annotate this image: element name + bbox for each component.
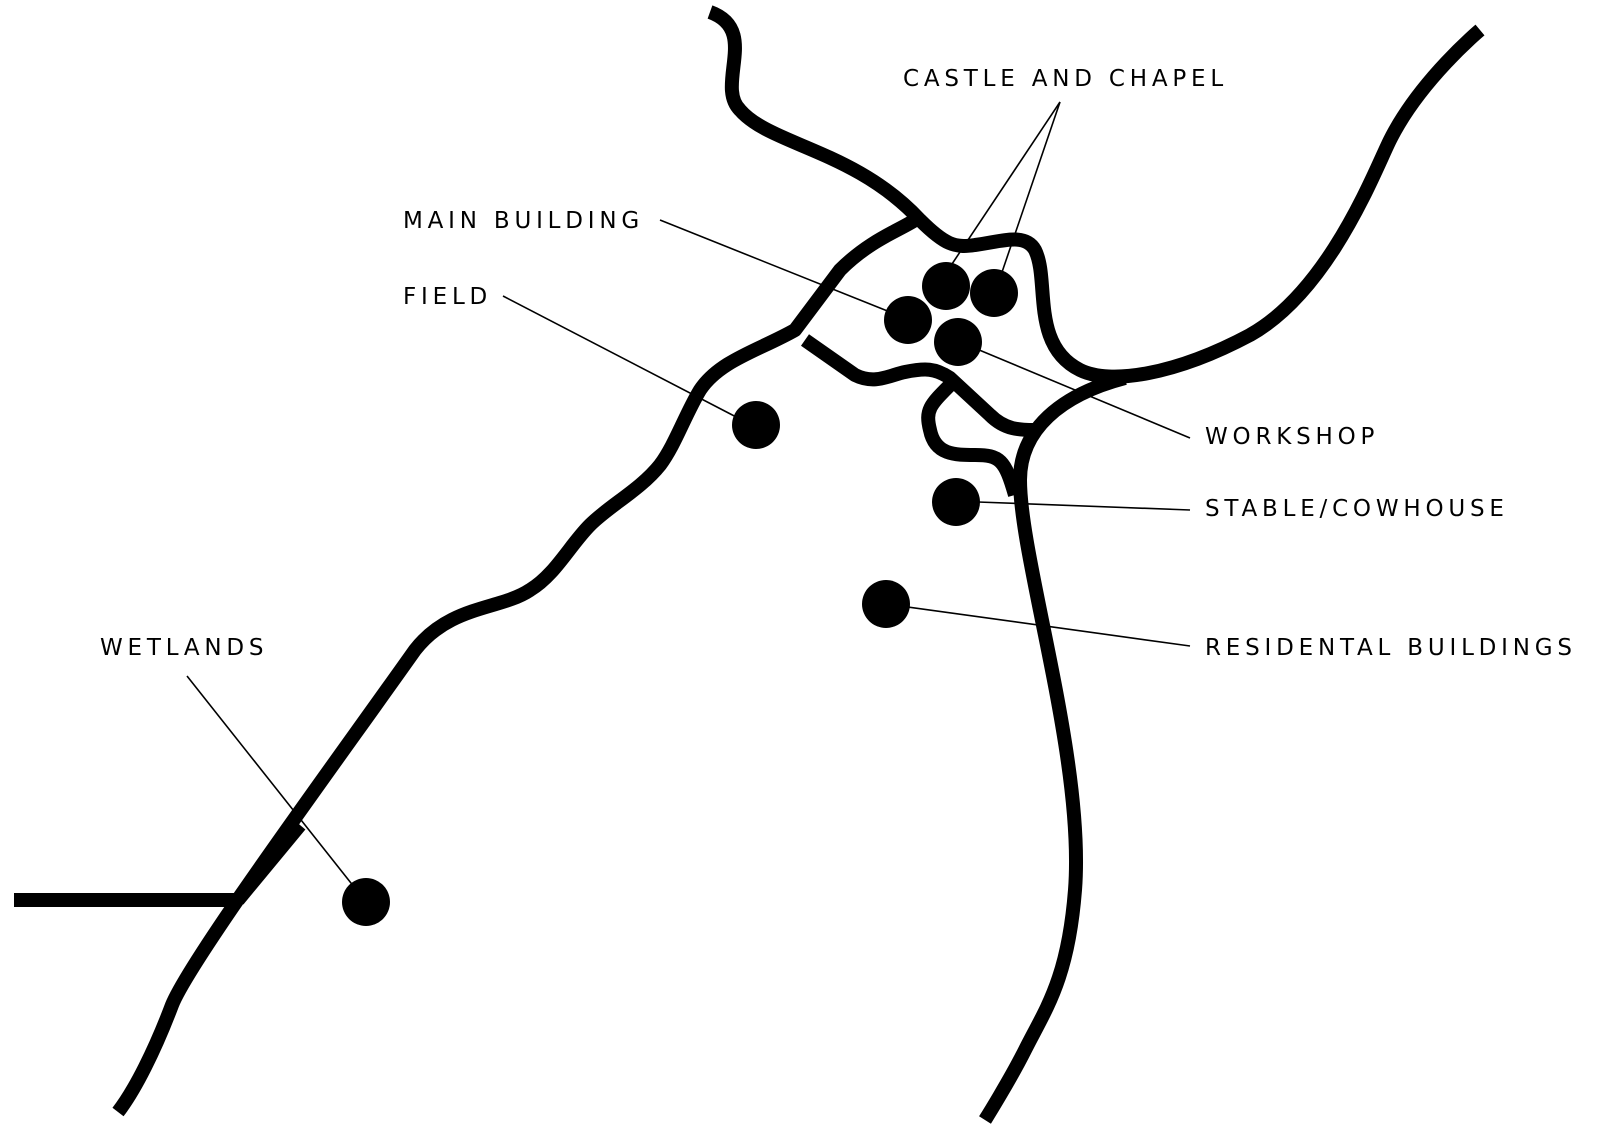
label-main-building: MAIN BUILDING [403,208,645,234]
leader-field [502,295,743,421]
road-network [14,5,1485,1124]
marker-chapel[interactable] [970,269,1018,317]
leader-stable [977,501,1191,511]
label-castle-and-chapel: CASTLE AND CHAPEL [903,66,1228,92]
leader-main-building [659,219,906,319]
road-west-fork [232,820,306,905]
road-southwest-diagonal [112,214,919,1117]
road-north-branch [707,5,1485,384]
marker-residental-buildings[interactable] [862,580,910,628]
leader-castle-2 [999,101,1061,279]
road-inner-spur [921,380,1022,497]
leader-wetlands [186,675,367,903]
leader-residental [885,603,1191,647]
label-workshop: WORKSHOP [1205,424,1380,450]
site-markers [342,262,1018,926]
marker-castle[interactable] [922,262,970,310]
label-residental-buildings: RESIDENTAL BUILDINGS [1205,635,1577,661]
leader-lines [186,101,1191,903]
road-village-loop [800,334,1036,437]
label-wetlands: WETLANDS [100,635,269,661]
label-stable-cowhouse: STABLE/COWHOUSE [1205,496,1509,522]
leader-castle-1 [947,101,1061,271]
leader-workshop [959,341,1191,439]
marker-main-building[interactable] [884,296,932,344]
label-field: FIELD [403,284,493,310]
road-east-curve [979,371,1127,1124]
marker-workshop[interactable] [934,318,982,366]
marker-stable-cowhouse[interactable] [932,478,980,526]
marker-field[interactable] [732,401,780,449]
marker-wetlands[interactable] [342,878,390,926]
